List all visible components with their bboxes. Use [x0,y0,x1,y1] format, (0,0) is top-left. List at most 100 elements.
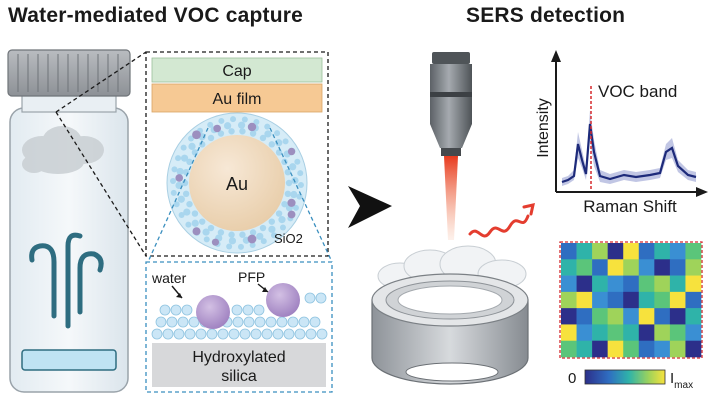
shell-bead [217,229,225,236]
heatmap-cell [685,243,702,260]
heatmap-cell [576,308,593,325]
shell-bead [285,179,293,187]
shell-bead [182,168,190,176]
heatmap-cell [607,243,624,260]
heatmap-cell [685,324,702,342]
heatmap-cell [654,308,671,325]
heatmap-cell [576,324,593,342]
sample-holder [371,245,529,385]
pfp-bead [192,227,201,236]
heatmap-cell [592,340,608,358]
shell-bead [207,134,215,142]
shell-bead [268,225,276,233]
raman-spectrum-plot: VOC band Intensity Raman Shift [535,50,708,216]
heatmap-cell [654,259,671,276]
shell-bead [176,167,184,176]
heatmap-cell [561,243,577,260]
shell-bead [226,243,233,250]
heatmap-cell [669,275,686,293]
heatmap-cell [607,259,624,276]
shell-bead [217,130,225,137]
water-molecule [173,328,185,340]
shell-bead [281,158,288,166]
vial [7,49,131,393]
shell-bead [186,200,193,208]
heatmap-cell [561,291,577,309]
pfp-bead [213,124,221,133]
heatmap-cell [685,275,702,293]
vial-base-label [21,349,117,371]
shell-bead [191,149,199,156]
colorbar-max-subscript: max [674,380,693,391]
shell-bead [284,168,292,176]
heatmap-cell [576,291,593,309]
heatmap-cell [654,324,671,342]
water-molecule [261,328,273,340]
heatmap-cell [561,275,577,293]
shell-bead [207,224,215,232]
shell-bead [183,208,191,216]
shell-bead [296,193,303,200]
shell-bead [253,119,260,126]
shell-bead [228,231,235,238]
shell-bead [239,128,246,135]
pfp-label: PFP [238,269,265,285]
water-molecule [283,328,295,340]
water-molecule [162,328,174,340]
heatmap-cell [592,243,608,260]
shell-bead [275,210,283,217]
voc-band-label: VOC band [598,82,677,101]
shell-bead [275,149,283,156]
shell-bead [177,195,185,203]
water-molecule [155,316,167,328]
shell-beads [170,116,304,250]
raman-heatmap-frame [559,241,703,359]
water-molecule [206,328,218,340]
shell-bead [171,166,178,173]
shell-bead [284,190,292,198]
cap-layer [151,57,323,83]
water-molecule [231,304,243,316]
heatmap-cell [685,340,702,358]
shell-bead [268,141,275,148]
shell-bead [294,158,301,165]
water-molecule [272,328,284,340]
shell-bead [188,142,196,150]
heatmap-cell [592,275,608,293]
interface-zoom-lines [147,127,333,263]
spectrum-y-label: Intensity [535,98,552,158]
microscope-objective [430,52,472,156]
vapor-swirl-icon [29,232,104,329]
heatmap-cell [638,291,655,309]
substrate-label-line1: Hydroxylated [192,349,285,366]
holder-bottom-window [405,362,499,382]
left-title: Water-mediated VOC capture [8,4,303,27]
water-molecule [184,328,196,340]
shell-bead [191,219,199,227]
pfp-bead [175,174,184,182]
substrate-label-line2: silica [221,368,257,385]
zoom-lines [55,51,147,257]
shell-bead [230,116,237,123]
au-core [189,135,285,231]
shell-bead [278,216,286,224]
heatmap-cell [576,259,593,276]
pfp-bead [247,122,257,132]
heatmap-cell [638,340,655,358]
process-arrow-icon [348,186,392,228]
hydroxylated-silica-substrate [152,343,326,387]
heatmap-cell [654,275,671,293]
heatmap-cell [607,291,624,309]
heatmap-cell [607,275,624,293]
scattered-light-wave-icon [468,214,530,238]
heatmap-cell [576,340,593,358]
pfp-bead [287,210,296,219]
au-film-label: Au film [213,91,262,108]
shell-bead [281,200,288,208]
shell-bead [188,135,195,142]
shell-bead [259,224,267,232]
water-molecule [250,328,262,340]
vapor-cloud [22,126,104,174]
water-label: water [151,270,187,286]
water-molecule [217,328,229,340]
